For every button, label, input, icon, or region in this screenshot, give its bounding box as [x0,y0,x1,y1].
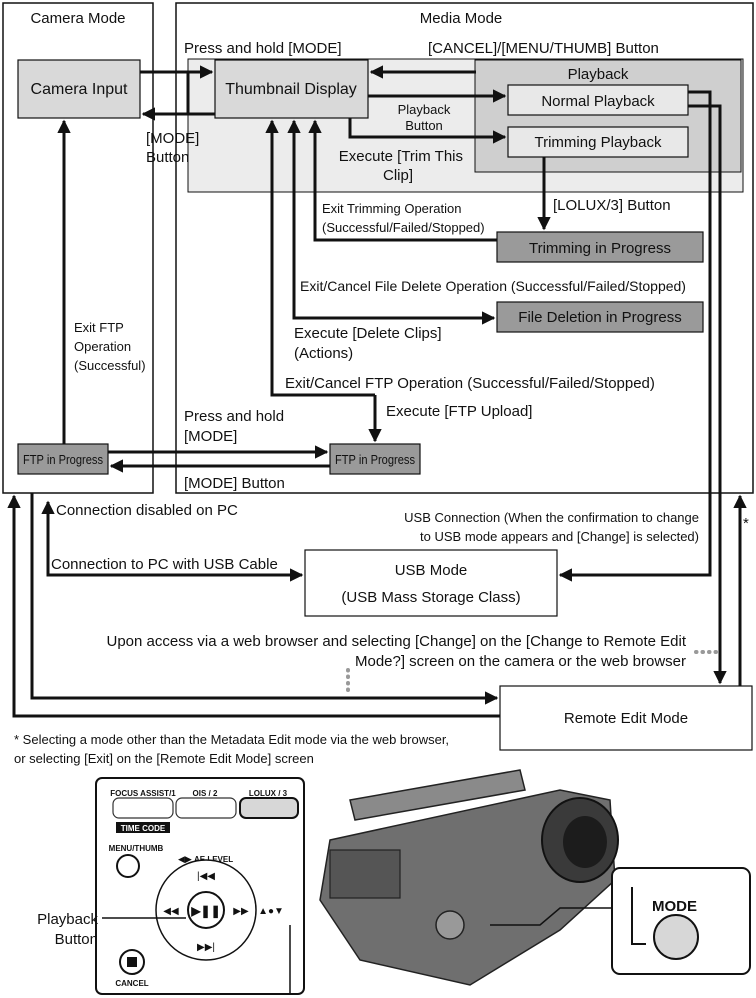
forward-icon: ▶▶ [233,906,249,917]
exit-cancel-ftp-label: Exit/Cancel FTP Operation (Successful/Fa… [285,375,655,392]
mode-button-label-1: [MODE] [146,130,199,147]
normal-playback-label: Normal Playback [541,93,655,110]
rewind-skip-icon: |◀◀ [197,871,215,882]
press-hold-mode-bottom-1: Press and hold [184,408,284,425]
menu-thumb-label: MENU/THUMB [109,844,164,853]
ftp-in-progress-right-label: FTP in Progress [335,452,415,467]
playback-group-label: Playback [568,66,629,83]
asterisk-label: * [743,515,749,532]
callout-line-mode [490,907,612,926]
mode-button-bottom-label: [MODE] Button [184,475,285,492]
arrow-execute-delete [292,300,496,325]
camera-input-label: Camera Input [31,81,128,98]
exit-trimming-label-2: (Successful/Failed/Stopped) [322,220,485,235]
usb-mode-sublabel: (USB Mass Storage Class) [341,589,520,606]
arrow-remote-to-camera [7,494,500,718]
cancel-label: CANCEL [115,979,148,988]
rewind-icon: ◀◀ [163,906,179,917]
lolux-button [239,797,299,819]
ftp-in-progress-left-label: FTP in Progress [23,452,103,467]
thumbnail-display-label: Thumbnail Display [225,81,357,98]
record-step-icon: ▲●▼ [258,906,284,917]
remote-edit-mode-label: Remote Edit Mode [564,710,688,727]
web-access-label-2: Mode?] screen on the camera or the web b… [355,653,686,670]
arrow-normal-to-usb [558,90,712,582]
mode-label: MODE [652,898,697,915]
menu-thumb-button [116,854,140,878]
mode-button-label-2: Button [146,149,189,166]
usb-connection-label-1: USB Connection (When the confirmation to… [404,510,699,525]
playback-button-callout-1: Playback [37,911,98,928]
execute-trim-label-1: Execute [Trim This [339,148,463,165]
trimming-in-progress-box [496,231,704,263]
time-code-tag [116,822,170,833]
arrow-exit-trimming [308,119,497,242]
playback-button-callout-2: Button [55,931,98,948]
trimming-in-progress-label: Trimming in Progress [529,240,671,257]
ftp-in-progress-right-box [329,443,421,475]
camera-input-box [17,59,141,119]
thumbnail-display-box [214,59,369,119]
press-hold-mode-bottom-2: [MODE] [184,428,237,445]
dpad-center-button [187,891,225,929]
execute-delete-label-2: (Actions) [294,345,353,362]
arrow-normal-to-remote [688,104,727,685]
ois-button [175,797,237,819]
mode-button [653,914,699,960]
mode-inset-bracket [631,887,646,945]
media-mode-title: Media Mode [420,10,503,27]
execute-ftp-label: Execute [FTP Upload] [386,403,532,420]
web-access-label-1: Upon access via a web browser and select… [106,633,686,650]
footnote-line-1: * Selecting a mode other than the Metada… [14,732,449,747]
ois-label: OIS / 2 [193,789,218,798]
execute-trim-label-2: Clip] [383,167,413,184]
usb-mode-label: USB Mode [395,562,468,579]
connection-usb-cable-label: Connection to PC with USB Cable [51,556,278,573]
playback-button-label-1: Playback [398,102,451,117]
usb-connection-label-2: to USB mode appears and [Change] is sele… [420,529,699,544]
ae-level-label: AE LEVEL [194,855,233,864]
file-deletion-label: File Deletion in Progress [518,309,681,326]
exit-trimming-label-1: Exit Trimming Operation [322,201,461,216]
ftp-in-progress-left-box [17,443,109,475]
arrows [7,65,747,718]
playback-button-label-2: Button [405,118,443,133]
press-hold-mode-top: Press and hold [MODE] [184,40,342,57]
forward-skip-icon: ▶▶| [197,942,215,953]
exit-ftp-success-label-2: Operation [74,339,131,354]
exit-ftp-success-label-3: (Successful) [74,358,146,373]
focus-assist-label: FOCUS ASSIST/1 [110,789,176,798]
footnote-line-2: or selecting [Exit] on the [Remote Edit … [14,751,314,766]
arrow-camera-to-remote [30,493,499,705]
trimming-playback-box [507,126,689,158]
camcorder-handle [349,769,526,821]
arrow-exit-ftp [265,119,375,397]
focus-assist-button [112,797,174,819]
file-deletion-box [496,301,704,333]
normal-playback-box [507,84,689,116]
remote-edit-mode-box [499,685,753,751]
trimming-playback-label: Trimming Playback [535,134,662,151]
camcorder-dial [435,910,465,940]
camera-mode-title: Camera Mode [30,10,125,27]
arrow-thumbnail-to-trimming [348,118,507,144]
cancel-menu-thumb-label: [CANCEL]/[MENU/THUMB] Button [428,40,659,57]
lolux-button-label: [LOLUX/3] Button [553,197,671,214]
lolux-label: LOLUX / 3 [249,789,288,798]
ae-level-arrows-icon: ◀▶ [178,854,192,864]
camcorder-lens-glass [563,816,607,868]
arrow-usb-cable [46,540,304,582]
time-code-label: TIME CODE [121,824,166,833]
exit-file-delete-label: Exit/Cancel File Delete Operation (Succe… [300,278,686,294]
exit-ftp-success-label-1: Exit FTP [74,320,124,335]
dotted-connectors [346,650,718,696]
execute-delete-label-1: Execute [Delete Clips] [294,325,442,342]
usb-mode-box [304,549,558,617]
camcorder-lcd [329,849,401,899]
play-pause-icon: ▶❚❚ [190,904,220,919]
cancel-stop-icon [127,957,137,967]
camera-illustration: FOCUS ASSIST/1 OIS / 2 LOLUX / 3 TIME CO… [37,769,751,995]
connection-disabled-label: Connection disabled on PC [56,502,238,519]
